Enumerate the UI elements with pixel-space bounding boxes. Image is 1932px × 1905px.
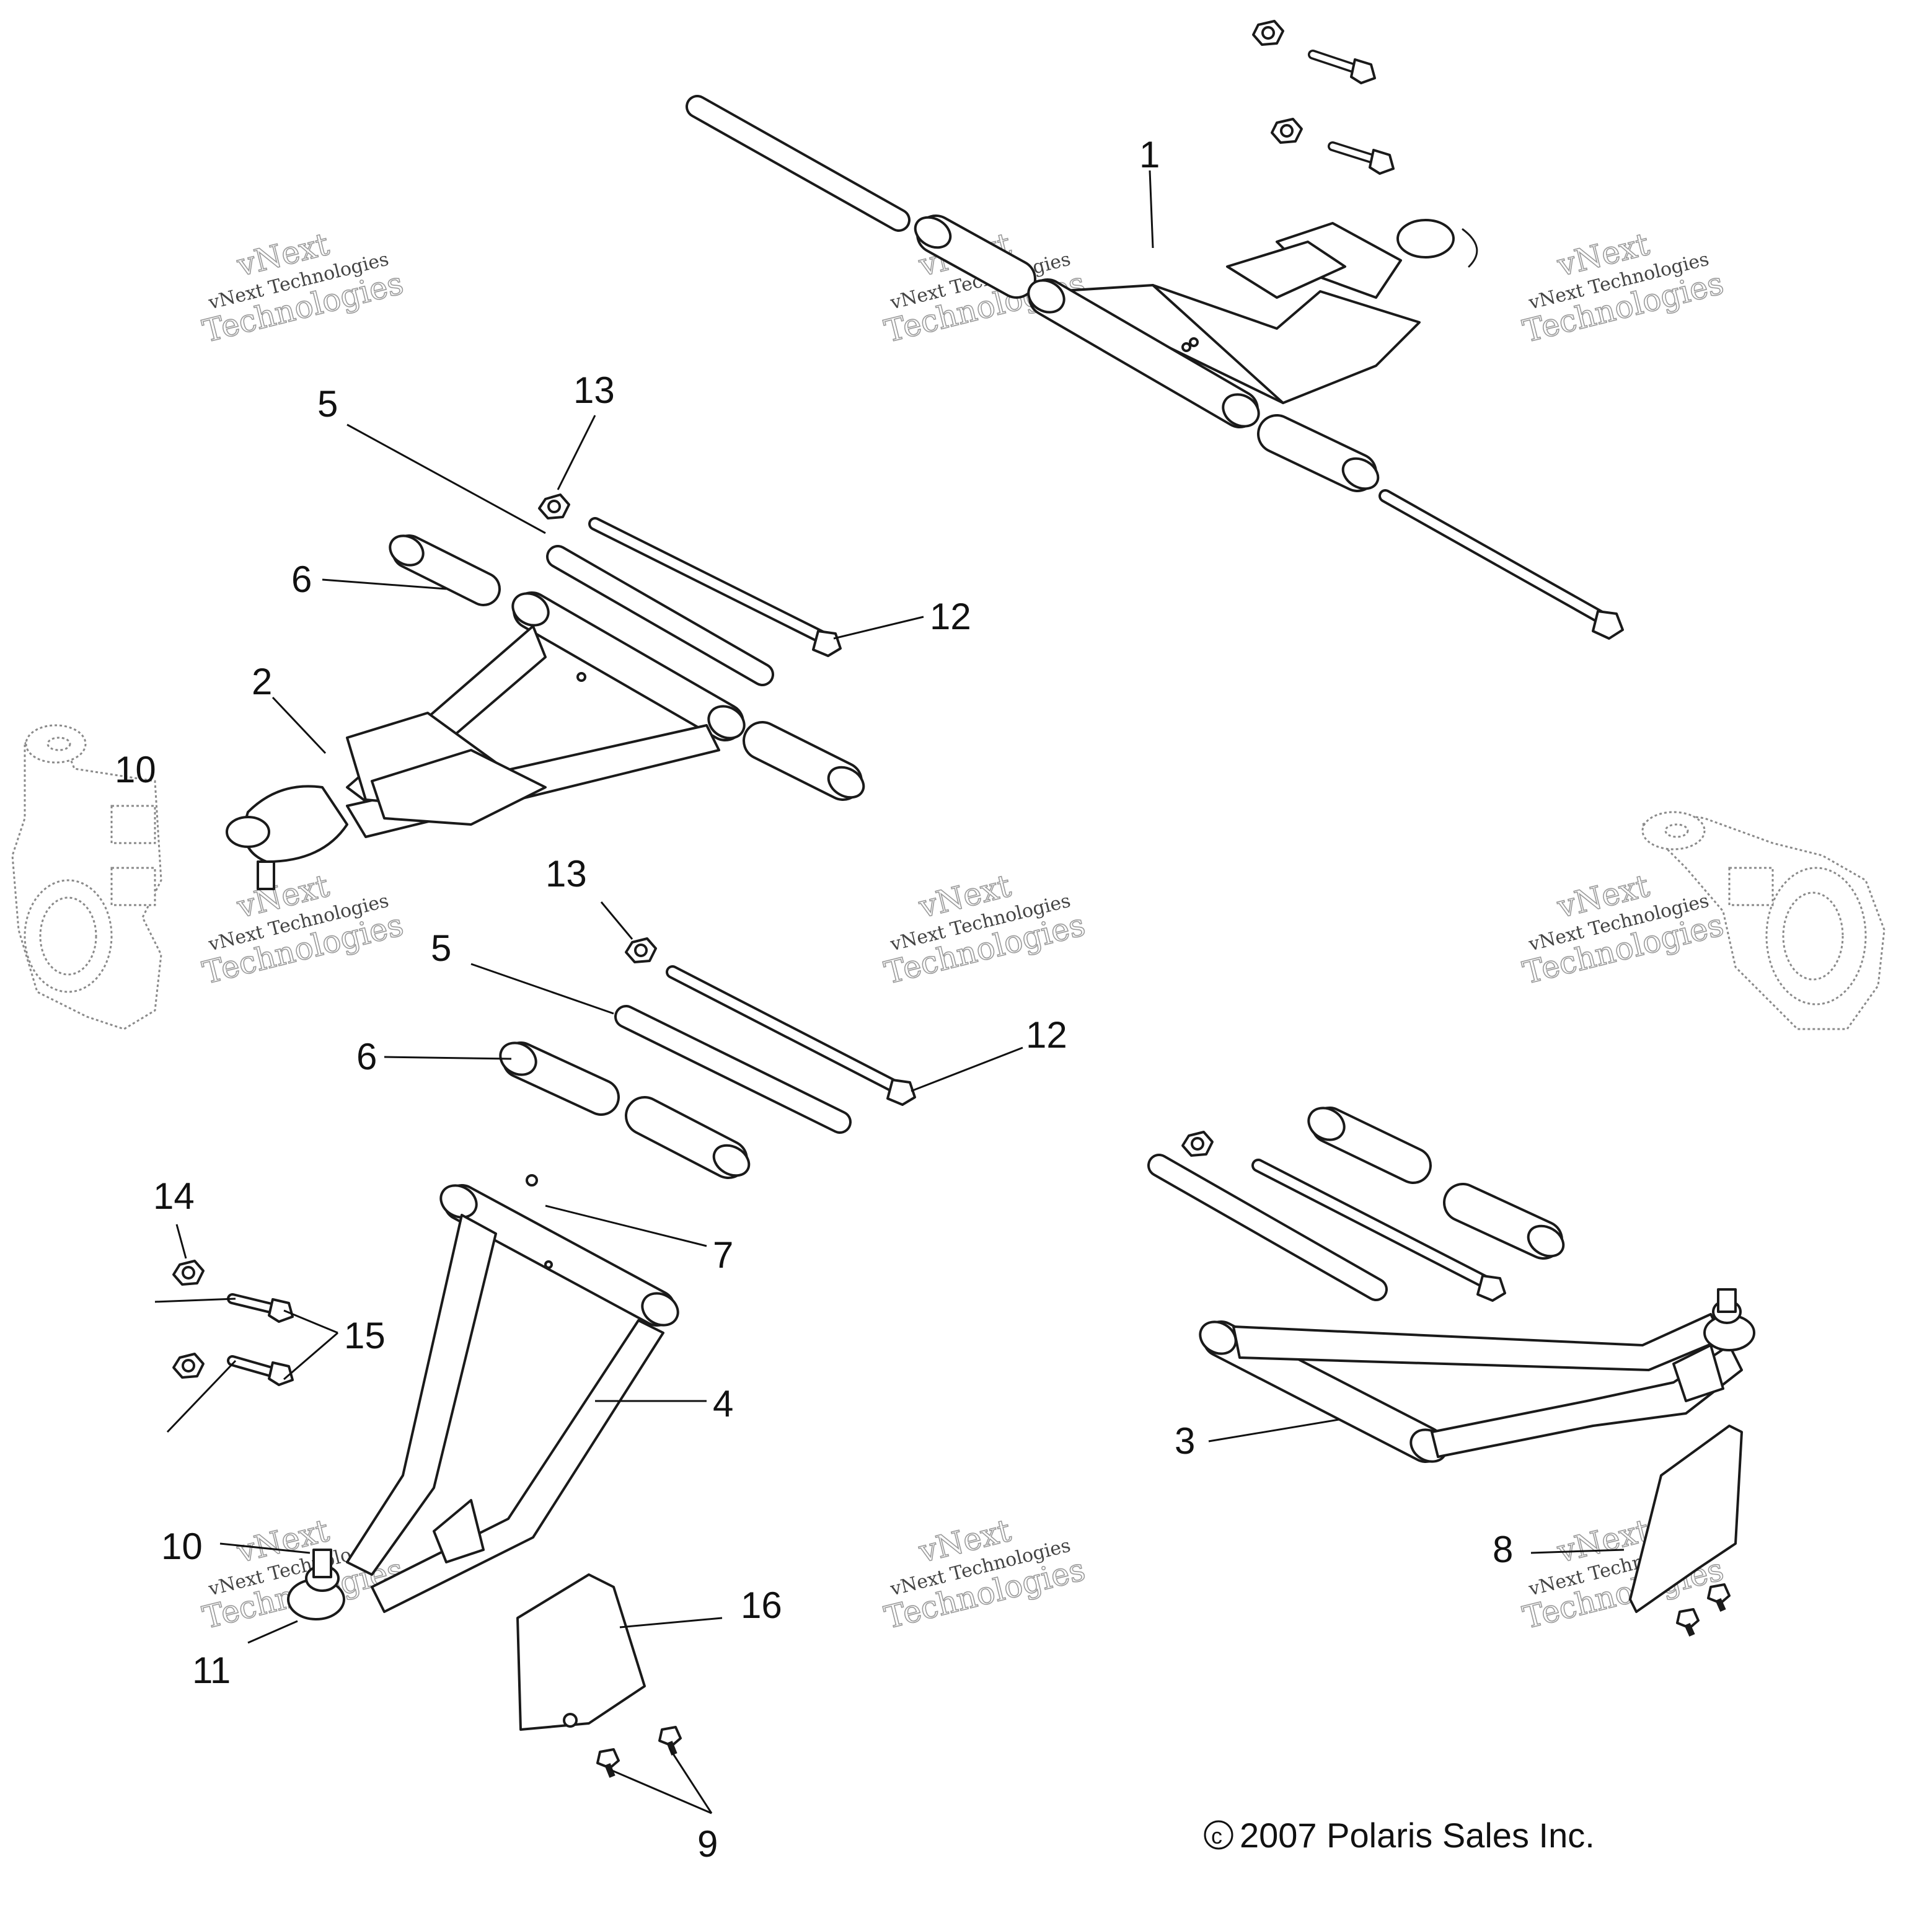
watermark: vNext vNext Technologies Technologies xyxy=(198,226,407,350)
pivot-rod xyxy=(686,95,911,232)
callout-5a: 5 xyxy=(317,383,338,425)
bolt xyxy=(227,1293,294,1323)
callout-13a: 13 xyxy=(573,369,615,411)
callout-16: 16 xyxy=(741,1585,782,1626)
bushing xyxy=(743,721,865,801)
lower-a-arm-left xyxy=(287,1174,679,1620)
lower-a-arm-right xyxy=(1147,1107,1755,1463)
pivot-bolt xyxy=(1251,1159,1506,1302)
watermark: vNext vNext Technologies Technologies xyxy=(880,1512,1089,1637)
callout-3: 3 xyxy=(1175,1420,1195,1462)
steering-knuckle-left xyxy=(11,724,162,1030)
callout-6a: 6 xyxy=(291,559,312,600)
callout-14: 14 xyxy=(153,1175,195,1217)
upper-a-arm-assembly-left xyxy=(226,493,865,890)
flange-nut xyxy=(625,937,657,963)
flange-nut xyxy=(1181,1131,1214,1157)
bushing xyxy=(1307,1107,1432,1184)
callout-10a: 10 xyxy=(115,749,156,790)
bushing xyxy=(1257,414,1380,492)
pivot-bolt xyxy=(588,517,842,657)
copyright-c-glyph: c xyxy=(1211,1823,1222,1849)
copyright-icon xyxy=(1204,1820,1233,1850)
bolt xyxy=(1308,50,1376,84)
flange-nut xyxy=(172,1260,205,1286)
copyright-notice: c 2007 Polaris Sales Inc. xyxy=(1204,1816,1595,1855)
screw xyxy=(1707,1583,1731,1612)
callout-6b: 6 xyxy=(356,1036,377,1077)
callout-11: 11 xyxy=(192,1650,231,1691)
leader-lines xyxy=(154,170,1625,1814)
callout-13b: 13 xyxy=(545,853,587,895)
pivot-rod xyxy=(1147,1154,1388,1301)
callout-7: 7 xyxy=(713,1234,733,1276)
watermark: vNext vNext Technologies Technologies xyxy=(198,867,407,992)
lower-arm-hardware xyxy=(499,937,916,1179)
copyright-text: 2007 Polaris Sales Inc. xyxy=(1240,1816,1595,1855)
pivot-rod xyxy=(546,545,774,686)
skid-plate-left xyxy=(516,1573,646,1731)
skid-plate-right xyxy=(1629,1425,1743,1613)
callout-12b: 12 xyxy=(1026,1014,1067,1056)
pivot-bolt xyxy=(1378,489,1624,640)
upper-a-arm-assembly-right xyxy=(686,20,1624,640)
callout-2: 2 xyxy=(252,661,272,702)
bolt xyxy=(227,1355,294,1386)
bushing xyxy=(1443,1183,1565,1260)
watermark: vNext vNext Technologies Technologies xyxy=(1519,226,1727,350)
callout-10b: 10 xyxy=(161,1526,203,1567)
a-arm-1 xyxy=(1027,219,1478,428)
a-arm-2 xyxy=(226,591,746,890)
callout-labels: 1 2 3 4 5 5 6 6 7 8 9 10 10 11 12 12 13 … xyxy=(115,134,1513,1865)
screw xyxy=(1676,1608,1700,1637)
callout-1: 1 xyxy=(1139,134,1160,175)
pivot-bolt xyxy=(666,965,916,1106)
a-arm-3 xyxy=(1199,1288,1755,1463)
watermark: vNext vNext Technologies Technologies xyxy=(880,867,1089,992)
flange-nut xyxy=(172,1353,205,1379)
flange-nut xyxy=(1271,118,1303,144)
bolt xyxy=(1328,141,1395,175)
callout-15: 15 xyxy=(344,1315,386,1356)
pivot-rod xyxy=(614,1005,852,1134)
bushing xyxy=(499,1041,620,1116)
callout-5b: 5 xyxy=(431,927,451,969)
callout-4: 4 xyxy=(713,1383,733,1425)
flange-nut xyxy=(538,493,570,519)
screw xyxy=(596,1748,620,1778)
bushing xyxy=(389,534,501,606)
bushing xyxy=(625,1096,751,1179)
flange-nut xyxy=(1252,20,1284,46)
callout-12a: 12 xyxy=(930,596,971,637)
callout-8: 8 xyxy=(1493,1529,1513,1570)
screw xyxy=(658,1726,682,1756)
steering-knuckle-right xyxy=(1641,811,1886,1030)
callout-9: 9 xyxy=(697,1823,718,1865)
bushing xyxy=(914,214,1036,299)
